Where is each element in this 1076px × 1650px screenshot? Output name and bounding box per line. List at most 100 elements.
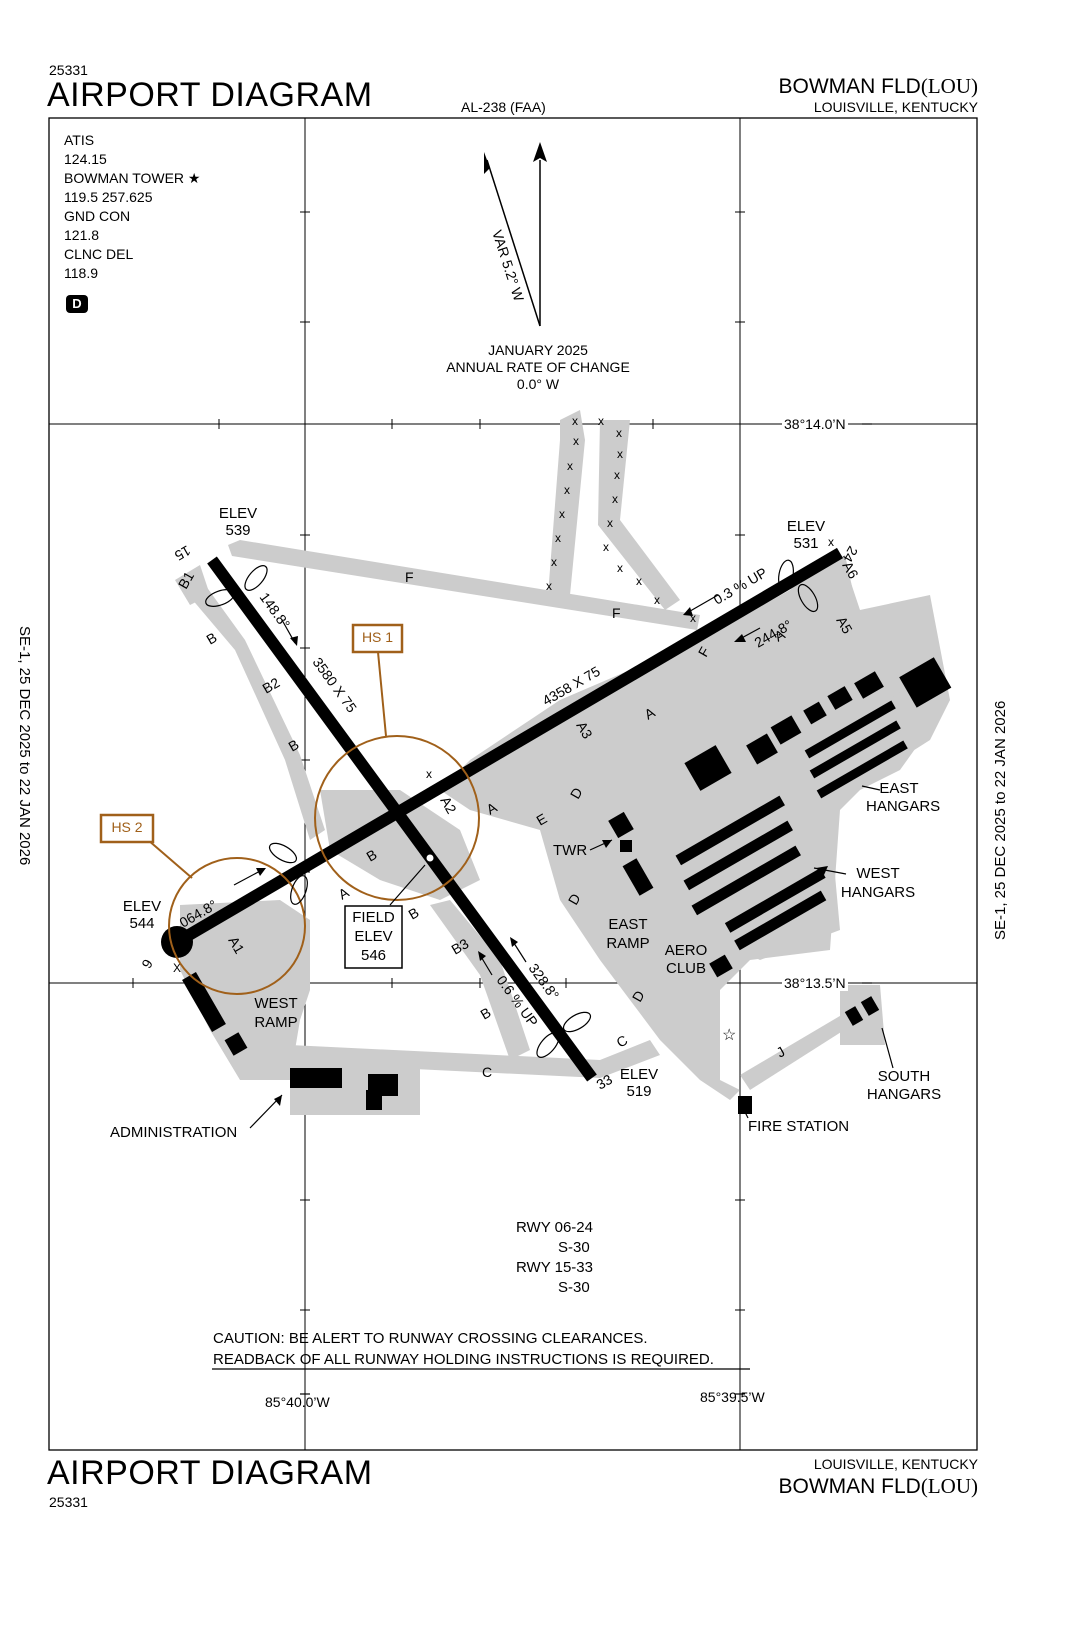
svg-text:x: x: [612, 492, 618, 506]
runway-strength-block: RWY 06-24 S-30 RWY 15-33 S-30: [516, 1218, 593, 1298]
hot-spot-2-label: HS 2: [111, 819, 143, 835]
administration-label: ADMINISTRATION: [110, 1124, 238, 1141]
footer-airport-name: BOWMAN FLD(LOU): [779, 1474, 979, 1499]
elev-value: 539: [225, 522, 251, 539]
svg-text:x: x: [598, 414, 604, 428]
svg-text:x: x: [828, 535, 834, 549]
field-elev-text: FIELD ELEV 546: [345, 908, 402, 965]
magvar-date: JANUARY 2025: [488, 342, 588, 358]
hot-spot-1-box: [351, 623, 404, 654]
svg-text:x: x: [567, 459, 573, 473]
field-elev-point: [426, 854, 434, 862]
buildings: [182, 657, 952, 1114]
caution-line: READBACK OF ALL RUNWAY HOLDING INSTRUCTI…: [213, 1351, 714, 1368]
twy-b-label: B: [204, 629, 220, 648]
strength-value: S-30: [558, 1239, 590, 1256]
svg-text:x: x: [636, 574, 642, 588]
airport-name-header: BOWMAN FLD(LOU): [779, 74, 979, 99]
airport-name: BOWMAN FLD: [778, 75, 921, 98]
heading-arrowheads: [256, 607, 746, 961]
strength-rwy: RWY 15-33: [516, 1259, 593, 1276]
label-line: SOUTH: [877, 1068, 931, 1085]
label-line: AERO: [664, 942, 708, 959]
svg-text:x: x: [617, 447, 623, 461]
footer-chart-number: 25331: [49, 1494, 88, 1510]
fire-station-label: FIRE STATION: [748, 1118, 850, 1135]
twy-a2-label: A2: [437, 794, 460, 817]
hot-spot-2-box: [99, 813, 155, 844]
label-line: CLUB: [665, 960, 706, 977]
hot-spot-1-leader: [377, 651, 387, 737]
runway-15-33: [207, 556, 597, 1082]
hot-spot-1-circle: [314, 735, 480, 901]
label-line: HANGARS: [866, 1086, 942, 1103]
svg-text:x: x: [690, 611, 696, 625]
twy-a3-label: A3: [573, 719, 596, 742]
magvar-rate-value: 0.0° W: [516, 376, 560, 392]
comms-line: 121.8: [64, 227, 100, 243]
twy-b1-label: B1: [175, 568, 198, 591]
comms-line: CLNC DEL: [64, 246, 134, 262]
elev-value: 519: [626, 1083, 652, 1100]
comms-line: 118.9: [64, 265, 98, 281]
label-line: HANGARS: [866, 798, 941, 815]
magvar-rate-label: ANNUAL RATE OF CHANGE: [446, 359, 630, 375]
label-line: WEST: [856, 865, 900, 882]
lat-north-label: 38°14.0’N: [782, 416, 848, 432]
airport-name: BOWMAN FLD: [778, 1475, 921, 1498]
hot-spot-2-leader: [147, 839, 193, 879]
twy-a1-label: A1: [225, 934, 248, 957]
rwy-end-15: 15: [172, 542, 194, 564]
svg-text:x: x: [551, 555, 557, 569]
field-elev-value: 546: [360, 947, 387, 964]
svg-text:x: x: [559, 507, 565, 521]
field-elev-leader: [389, 864, 426, 906]
twr-label: TWR: [553, 842, 588, 859]
label-line: RAMP: [606, 935, 650, 952]
comms-line: BOWMAN TOWER ★: [64, 170, 201, 186]
side-text-right: SE-1, 25 DEC 2025 to 22 JAN 2026: [992, 701, 1009, 940]
elev-label: ELEV: [218, 505, 258, 522]
elev-label: ELEV: [786, 518, 826, 535]
procedure-id: AL-238 (FAA): [461, 99, 546, 115]
twy-f-label: F: [405, 569, 414, 585]
twy-c-label: C: [614, 1032, 631, 1051]
svg-text:X: X: [173, 961, 181, 975]
elev-label: ELEV: [122, 898, 162, 915]
rwy-end-6: 6: [138, 957, 156, 972]
leader-arrowheads: [274, 840, 828, 1106]
strength-value: S-30: [558, 1279, 590, 1296]
twy-b2-label: B2: [260, 674, 283, 697]
footer-city-state: LOUISVILLE, KENTUCKY: [813, 1456, 978, 1472]
label-line: RAMP: [254, 1014, 298, 1031]
svg-text:x: x: [603, 540, 609, 554]
field-elev-box: [344, 905, 403, 969]
svg-text:x: x: [614, 468, 620, 482]
approach-lights: [205, 559, 819, 1058]
north-arrow-true: [533, 142, 547, 326]
beacon-icon: ☆: [722, 1027, 736, 1044]
side-text-left: SE-1, 25 DEC 2025 to 22 JAN 2026: [16, 626, 33, 865]
airport-id: (LOU): [920, 74, 978, 98]
magvar-block: JANUARY 2025 ANNUAL RATE OF CHANGE 0.0° …: [436, 342, 640, 393]
lon-west-label: 85°40.0’W: [265, 1394, 330, 1410]
svg-text:x: x: [546, 579, 552, 593]
elev-value: 531: [793, 535, 819, 552]
runway-06-threshold: [161, 926, 193, 958]
d-atis-icon: D: [66, 295, 88, 313]
twy-a-label: A: [336, 884, 353, 903]
svg-text:x: x: [564, 483, 570, 497]
chart-frame: [48, 117, 978, 1451]
caution-line: CAUTION: BE ALERT TO RUNWAY CROSSING CLE…: [213, 1330, 648, 1347]
caution-note: CAUTION: BE ALERT TO RUNWAY CROSSING CLE…: [213, 1328, 714, 1370]
field-elev-line: FIELD: [352, 909, 395, 926]
svg-text:x: x: [607, 516, 613, 530]
north-arrow-magnetic: [484, 152, 541, 327]
